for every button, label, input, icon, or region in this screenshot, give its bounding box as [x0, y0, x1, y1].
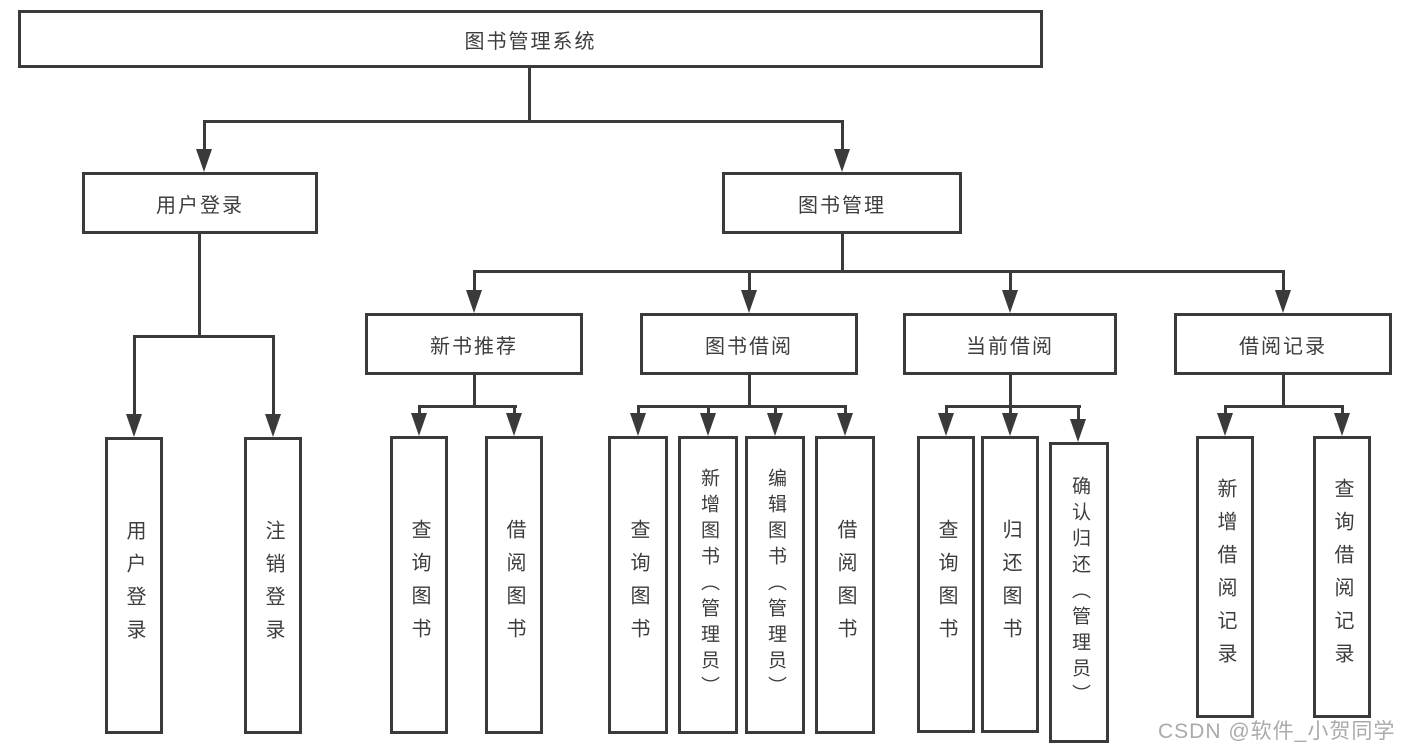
leaf-cb-confirm-return-admin: 确认归还（管理员）: [1049, 442, 1109, 743]
connector-rec-branch: [418, 405, 517, 408]
arrowhead: [1002, 413, 1018, 436]
connector-drop: [841, 120, 844, 152]
leaf-bb-query-books: 查询图书: [608, 436, 668, 734]
arrowhead: [411, 413, 427, 436]
connector-root-branch: [203, 120, 844, 123]
connector-drop: [418, 405, 421, 415]
connector-br-branch: [1224, 405, 1344, 408]
connector-drop: [1341, 405, 1344, 415]
connector-root-stem: [528, 66, 531, 122]
leaf-bb-edit-books-admin: 编辑图书（管理员）: [745, 436, 805, 734]
leaf-bb-borrow-books: 借阅图书: [815, 436, 875, 734]
leaf-rec-borrow-books: 借阅图书: [485, 436, 543, 734]
leaf-rec-query-books: 查询图书: [390, 436, 448, 734]
node-borrowing-records: 借阅记录: [1174, 313, 1392, 375]
connector-drop: [844, 405, 847, 415]
arrowhead: [1217, 413, 1233, 436]
connector-bb-branch: [637, 405, 847, 408]
connector-drop: [1282, 270, 1285, 292]
arrowhead: [1334, 413, 1350, 436]
leaf-logout: 注销登录: [244, 437, 302, 734]
connector-drop: [945, 405, 948, 415]
node-book-management: 图书管理: [722, 172, 962, 234]
leaf-br-add-record: 新增借阅记录: [1196, 436, 1254, 718]
arrowhead: [741, 290, 757, 313]
arrowhead: [630, 413, 646, 436]
leaf-br-query-record: 查询借阅记录: [1313, 436, 1371, 718]
connector-drop: [637, 405, 640, 415]
connector-drop: [1224, 405, 1227, 415]
arrowhead: [1070, 419, 1086, 442]
node-book-borrowing: 图书借阅: [640, 313, 858, 375]
connector-drop: [133, 335, 136, 416]
arrowhead: [506, 413, 522, 436]
arrowhead: [1275, 290, 1291, 313]
leaf-bb-add-books-admin: 新增图书（管理员）: [678, 436, 738, 734]
arrowhead: [196, 149, 212, 172]
connector-drop: [1009, 405, 1012, 415]
arrowhead: [466, 290, 482, 313]
arrowhead: [1002, 290, 1018, 313]
leaf-cb-query-books: 查询图书: [917, 436, 975, 733]
arrowhead: [126, 414, 142, 437]
arrowhead: [265, 414, 281, 437]
csdn-watermark: CSDN @软件_小贺同学: [1158, 720, 1396, 743]
connector-drop: [748, 270, 751, 292]
connector-br-stem: [1282, 373, 1285, 407]
connector-mgmt-stem: [841, 231, 844, 272]
leaf-cb-return-books: 归还图书: [981, 436, 1039, 733]
connector-drop: [774, 405, 777, 415]
connector-login-branch: [133, 335, 274, 338]
node-current-borrowing: 当前借阅: [903, 313, 1117, 375]
node-library-management-system: 图书管理系统: [18, 10, 1043, 68]
node-user-login: 用户登录: [82, 172, 318, 234]
arrowhead: [834, 149, 850, 172]
connector-drop: [272, 335, 275, 416]
connector-drop: [707, 405, 710, 415]
connector-cb-stem: [1009, 373, 1012, 407]
connector-drop: [1077, 405, 1080, 421]
node-new-book-recommend: 新书推荐: [365, 313, 583, 375]
leaf-user-login: 用户登录: [105, 437, 163, 734]
arrowhead: [767, 413, 783, 436]
connector-drop: [513, 405, 516, 415]
connector-cb-branch: [945, 405, 1081, 408]
arrowhead: [837, 413, 853, 436]
connector-login-stem: [198, 231, 201, 337]
arrowhead: [938, 413, 954, 436]
connector-drop: [473, 270, 476, 292]
arrowhead: [700, 413, 716, 436]
connector-bb-stem: [748, 373, 751, 407]
connector-drop: [203, 120, 206, 152]
connector-mgmt-branch: [473, 270, 1285, 273]
connector-rec-stem: [473, 373, 476, 407]
connector-drop: [1009, 270, 1012, 292]
